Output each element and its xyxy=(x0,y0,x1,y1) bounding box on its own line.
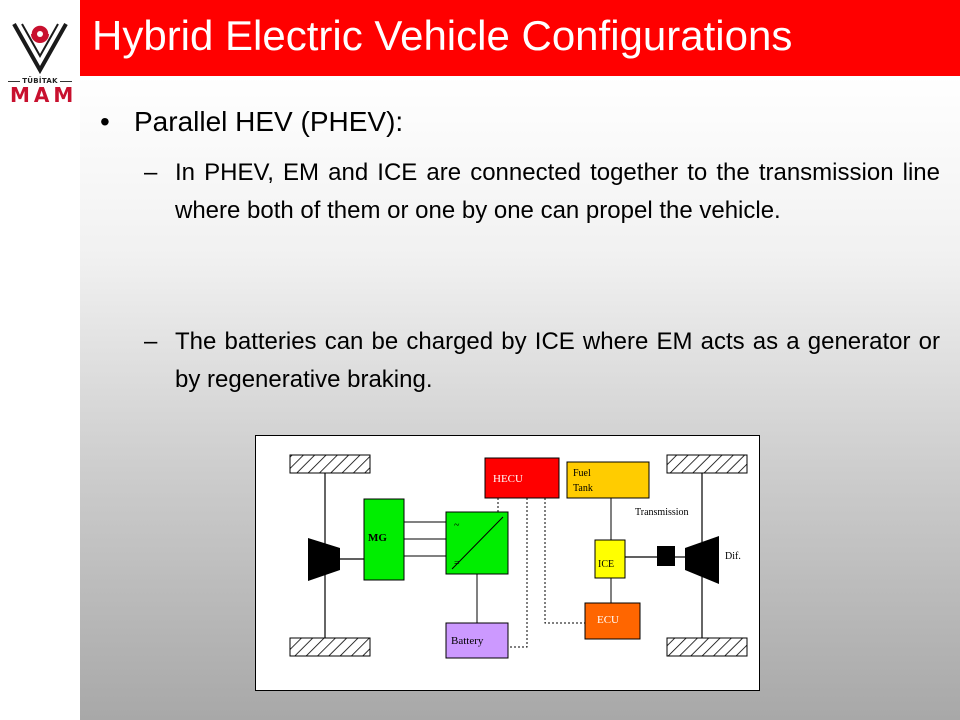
hecu-label: HECU xyxy=(493,473,523,485)
logo-unit-name: MAM xyxy=(10,83,78,107)
ecu-block xyxy=(584,602,641,640)
battery-block xyxy=(445,622,509,659)
fuel-tank-label-line2: Tank xyxy=(573,483,593,494)
ice-block xyxy=(594,539,626,579)
converter-ac-label: ~ xyxy=(454,520,460,531)
battery-label: Battery xyxy=(451,635,484,647)
wheel-front-top xyxy=(289,454,371,474)
wheel-rear-bottom xyxy=(666,637,748,657)
front-differential-icon xyxy=(308,538,340,581)
sub-bullet-dash: – xyxy=(144,328,158,355)
bullet-main: • Parallel HEV (PHEV): xyxy=(100,106,403,138)
fuel-tank-block xyxy=(566,461,650,499)
sub-bullet-dash: – xyxy=(144,159,158,186)
bullet-main-text: Parallel HEV (PHEV): xyxy=(134,106,404,137)
sub-bullet-2: – The batteries can be charged by ICE wh… xyxy=(144,323,940,399)
hecu-ecu-link xyxy=(544,498,585,624)
hecu-block xyxy=(484,457,560,499)
converter-diagonal xyxy=(451,516,504,570)
fuel-tank-label-line1: Fuel xyxy=(573,468,591,479)
logo-org-line: TÜBİTAK xyxy=(8,77,73,85)
hecu-battery-link xyxy=(508,498,528,648)
tubitak-emblem-icon xyxy=(12,23,68,75)
sub-bullet-1-text: In PHEV, EM and ICE are connected togeth… xyxy=(175,159,940,224)
slide-title: Hybrid Electric Vehicle Configurations xyxy=(92,12,793,59)
sub-bullet-2-text: The batteries can be charged by ICE wher… xyxy=(175,328,940,393)
ice-label: ICE xyxy=(598,559,614,570)
bullet-dot-icon: • xyxy=(100,106,110,137)
title-bar: Hybrid Electric Vehicle Configurations xyxy=(80,0,960,76)
transmission-gear-icon xyxy=(657,546,675,566)
wheel-front-bottom xyxy=(289,637,371,657)
phev-diagram: MG ~ = HECU Battery Fuel Tank Transmissi… xyxy=(255,435,760,691)
rear-differential-icon xyxy=(685,536,719,584)
mg-block xyxy=(363,498,405,581)
transmission-label: Transmission xyxy=(635,507,689,518)
logo-panel: TÜBİTAK MAM xyxy=(0,0,80,720)
ecu-label: ECU xyxy=(597,614,619,626)
mg-label: MG xyxy=(368,532,387,544)
dif-label: Dif. xyxy=(725,551,741,562)
logo-org-name: TÜBİTAK xyxy=(22,77,58,85)
converter-dc-label: = xyxy=(454,558,460,569)
sub-bullet-1: – In PHEV, EM and ICE are connected toge… xyxy=(144,154,940,230)
wheel-rear-top xyxy=(666,454,748,474)
